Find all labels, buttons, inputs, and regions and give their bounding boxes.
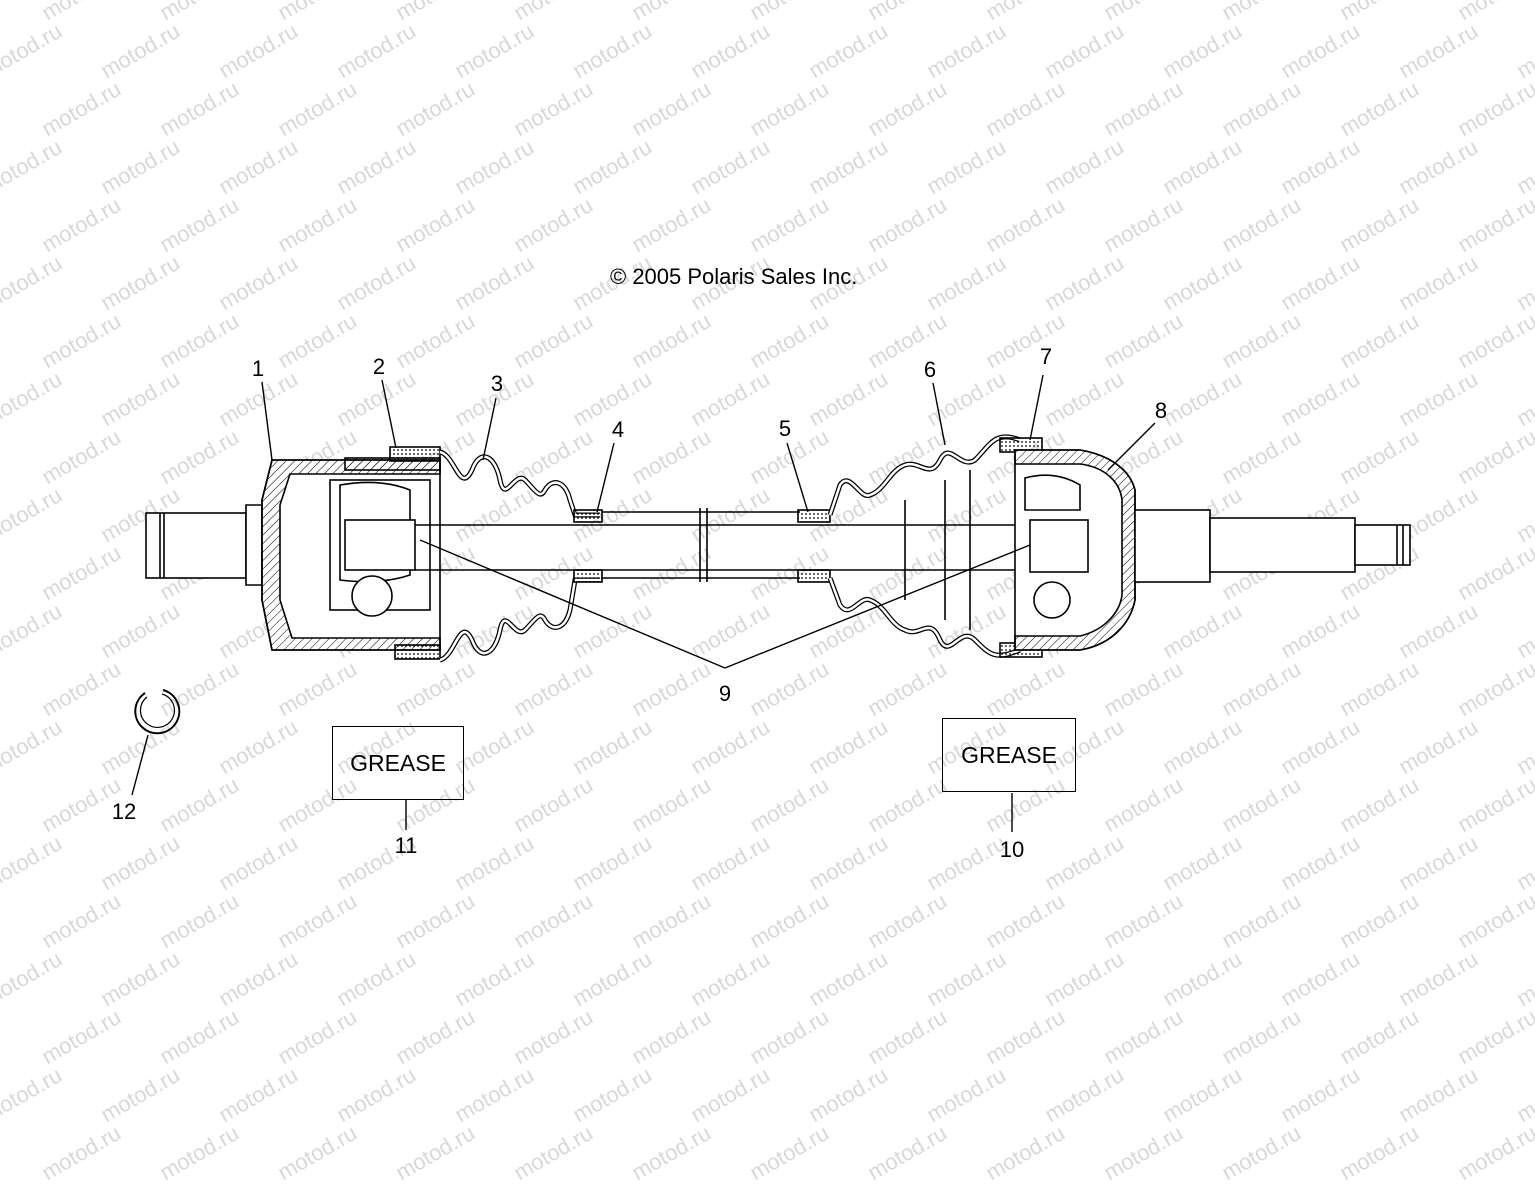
callout-6[interactable]: 6 xyxy=(923,357,937,382)
copyright-text: © 2005 Polaris Sales Inc. xyxy=(610,264,858,289)
snap-ring xyxy=(134,689,181,735)
drive-shaft-diagram xyxy=(131,374,1411,832)
callout-10[interactable]: 10 xyxy=(999,837,1025,862)
main-shaft xyxy=(415,508,1030,582)
grease-box-inner[interactable]: GREASE xyxy=(332,726,464,800)
callout-4[interactable]: 4 xyxy=(611,417,625,442)
callout-8[interactable]: 8 xyxy=(1154,398,1168,423)
inner-spider xyxy=(344,519,416,571)
right-stub-shaft xyxy=(1134,509,1411,583)
callout-1[interactable]: 1 xyxy=(251,356,265,381)
grease-box-outer[interactable]: GREASE xyxy=(942,718,1076,792)
clamp-2 xyxy=(389,446,441,462)
clamp-4-lower xyxy=(573,569,603,583)
inner-boot xyxy=(438,449,600,663)
callout-3[interactable]: 3 xyxy=(490,371,504,396)
clamp-4 xyxy=(573,509,603,523)
clamp-5 xyxy=(797,509,831,523)
callout-11[interactable]: 11 xyxy=(394,833,418,858)
callout-5[interactable]: 5 xyxy=(778,416,792,441)
callout-2[interactable]: 2 xyxy=(372,354,386,379)
outer-boot xyxy=(827,434,1021,658)
callout-9[interactable]: 9 xyxy=(718,681,732,706)
left-stub-shaft xyxy=(145,504,263,586)
clamp-2-lower xyxy=(394,644,441,660)
leader-lines xyxy=(131,374,1156,832)
callout-7[interactable]: 7 xyxy=(1039,344,1053,369)
outer-cv-housing xyxy=(1014,449,1136,651)
callout-12[interactable]: 12 xyxy=(111,799,137,824)
clamp-5-lower xyxy=(797,569,831,583)
